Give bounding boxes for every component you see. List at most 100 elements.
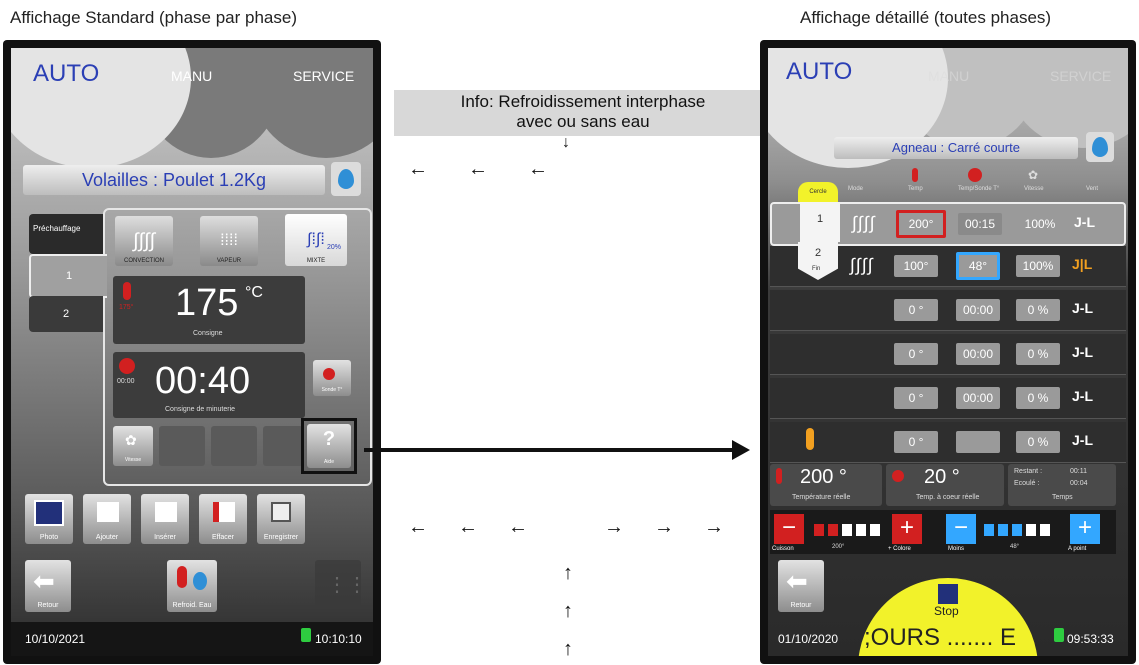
help-highlight xyxy=(301,418,357,474)
thermometer-icon xyxy=(177,566,187,588)
delete-button[interactable]: Effacer xyxy=(199,494,247,544)
row-temp[interactable]: 200° xyxy=(896,210,946,238)
row-time[interactable]: 00:00 xyxy=(956,299,1000,321)
arrow-up-icon: ↑ xyxy=(563,562,573,584)
phase-row[interactable]: 0 ° 0 % J-L xyxy=(770,422,1126,463)
temperature-panel[interactable]: 175° 175 °C Consigne xyxy=(113,276,305,344)
vent-icon[interactable]: J-L xyxy=(1072,432,1093,448)
convection-icon: ∫∫∫∫ xyxy=(133,229,155,252)
back-button[interactable]: ⬅ Retour xyxy=(778,560,824,612)
arrow-up-icon: ↑ xyxy=(563,600,573,622)
phase-tab-2[interactable]: 2 xyxy=(29,296,103,332)
row-speed[interactable]: 0 % xyxy=(1016,343,1060,365)
water-drop-icon xyxy=(193,572,207,590)
phase-row[interactable]: 2 Fin ∫∫∫∫ 100° 48° 100% J|L xyxy=(770,242,1126,287)
row-time[interactable] xyxy=(956,431,1000,453)
phase-row[interactable]: 1 ∫∫∫∫ 200° 00:15 100% J-L xyxy=(770,202,1126,246)
clock-display: 10:10:10 xyxy=(315,632,362,646)
thermometer-icon xyxy=(776,468,782,484)
arrow-left-icon: ← xyxy=(458,516,478,538)
probe-icon xyxy=(323,368,335,380)
steam-icon: ⁞⁞⁞⁞ xyxy=(220,232,238,249)
vent-icon[interactable]: J-L xyxy=(1072,300,1093,316)
arrow-down-icon: ↓ xyxy=(562,134,570,151)
damper-button[interactable] xyxy=(159,426,205,466)
fan-speed-button[interactable]: ✿ Vitesse xyxy=(113,426,153,466)
status-bar: 01/10/2020 ;OURS ....... E 09:53:33 xyxy=(768,622,1128,656)
row-speed[interactable]: 0 % xyxy=(1016,299,1060,321)
core-probe-icon xyxy=(806,428,814,450)
row-temp[interactable]: 100° xyxy=(894,255,938,277)
plus-button[interactable]: + xyxy=(1070,514,1100,544)
row-temp[interactable]: 0 ° xyxy=(894,387,938,409)
phase-row[interactable]: 0 ° 00:00 0 % J-L xyxy=(770,334,1126,375)
column-temp: Temp xyxy=(908,186,923,192)
tab-auto-label: AUTO xyxy=(786,58,853,85)
back-arrow-icon: ⬅ xyxy=(786,566,808,596)
stop-icon xyxy=(938,584,958,604)
row-speed[interactable]: 0 % xyxy=(1016,387,1060,409)
lock-icon xyxy=(301,628,311,642)
core-probe-button[interactable]: Sonde T° xyxy=(313,360,351,396)
photo-button[interactable]: Photo xyxy=(25,494,73,544)
mode-steam[interactable]: ⁞⁞⁞⁞ VAPEUR xyxy=(200,216,258,266)
tab-manu[interactable]: MANU xyxy=(928,68,970,84)
fan-icon: ✿ xyxy=(1028,168,1039,182)
timer-readout: Restant : 00:11 Ecoulé : 00:04 Temps xyxy=(1008,464,1116,506)
water-drop-icon[interactable] xyxy=(1086,132,1114,162)
vent-icon[interactable]: J-L xyxy=(1072,344,1093,360)
back-button[interactable]: ⬅ Retour xyxy=(25,560,71,612)
probe-clock-icon xyxy=(968,168,982,182)
keypad-button[interactable]: ⋮⋮ xyxy=(315,560,367,612)
tab-manu[interactable]: MANU xyxy=(171,68,213,84)
phase-row[interactable]: 0 ° 00:00 0 % J-L xyxy=(770,290,1126,331)
row-time[interactable]: 00:00 xyxy=(956,343,1000,365)
water-drop-icon[interactable] xyxy=(331,162,361,196)
tab-service[interactable]: SERVICE xyxy=(293,68,355,84)
column-vent: Vent xyxy=(1086,186,1099,192)
phase-row[interactable]: 0 ° 00:00 0 % J-L xyxy=(770,378,1126,419)
vent-icon[interactable]: J|L xyxy=(1072,256,1093,272)
row-time[interactable]: 48° xyxy=(956,252,1000,280)
phase-tab-1[interactable]: 1 xyxy=(29,254,107,298)
tab-auto-label: AUTO xyxy=(33,60,100,87)
row-time[interactable]: 00:15 xyxy=(958,213,1002,235)
row-temp[interactable]: 0 ° xyxy=(894,299,938,321)
cool-down-button[interactable] xyxy=(211,426,257,466)
minus-button[interactable]: − xyxy=(946,514,976,544)
keypad-icon: ⋮⋮ xyxy=(327,574,367,596)
add-button[interactable]: Ajouter xyxy=(83,494,131,544)
row-speed[interactable]: 100% xyxy=(1018,213,1062,235)
timer-value: 00:40 xyxy=(155,360,251,402)
cool-water-button[interactable]: Refroid. Eau xyxy=(167,560,217,612)
arrow-left-icon: ← xyxy=(528,158,548,180)
row-temp[interactable]: 0 ° xyxy=(894,431,938,453)
arrow-right-icon: → xyxy=(704,516,724,538)
arrow-right-icon: → xyxy=(654,516,674,538)
photo-icon xyxy=(34,500,64,526)
row-speed[interactable]: 100% xyxy=(1016,255,1060,277)
insert-icon xyxy=(155,502,177,522)
vent-icon[interactable]: J-L xyxy=(1074,214,1095,230)
save-button[interactable]: Enregistrer xyxy=(257,494,305,544)
minus-button[interactable]: − xyxy=(774,514,804,544)
hold-button[interactable] xyxy=(263,426,303,466)
timer-panel[interactable]: 00:00 00:40 Consigne de minuterie xyxy=(113,352,305,418)
question-icon: ? xyxy=(322,428,336,450)
insert-button[interactable]: Insérer xyxy=(141,494,189,544)
tab-service[interactable]: SERVICE xyxy=(1050,68,1112,84)
phase-tab-preheat[interactable]: Préchauffage xyxy=(29,214,103,254)
row-speed[interactable]: 0 % xyxy=(1016,431,1060,453)
row-temp[interactable]: 0 ° xyxy=(894,343,938,365)
mode-mixed[interactable]: ∫⁞∫⁞ 20% MIXTE xyxy=(285,214,347,266)
lock-icon xyxy=(1054,628,1064,642)
plus-button[interactable]: + xyxy=(892,514,922,544)
mode-convection[interactable]: ∫∫∫∫ CONVECTION xyxy=(115,216,173,266)
mixed-icon: ∫⁞∫⁞ xyxy=(307,231,325,248)
column-cercle: Cercle xyxy=(798,182,838,202)
floppy-icon xyxy=(271,502,291,522)
vent-icon[interactable]: J-L xyxy=(1072,388,1093,404)
arrow-left-icon: ← xyxy=(468,158,488,180)
help-button[interactable]: ? Aide xyxy=(307,424,351,468)
row-time[interactable]: 00:00 xyxy=(956,387,1000,409)
